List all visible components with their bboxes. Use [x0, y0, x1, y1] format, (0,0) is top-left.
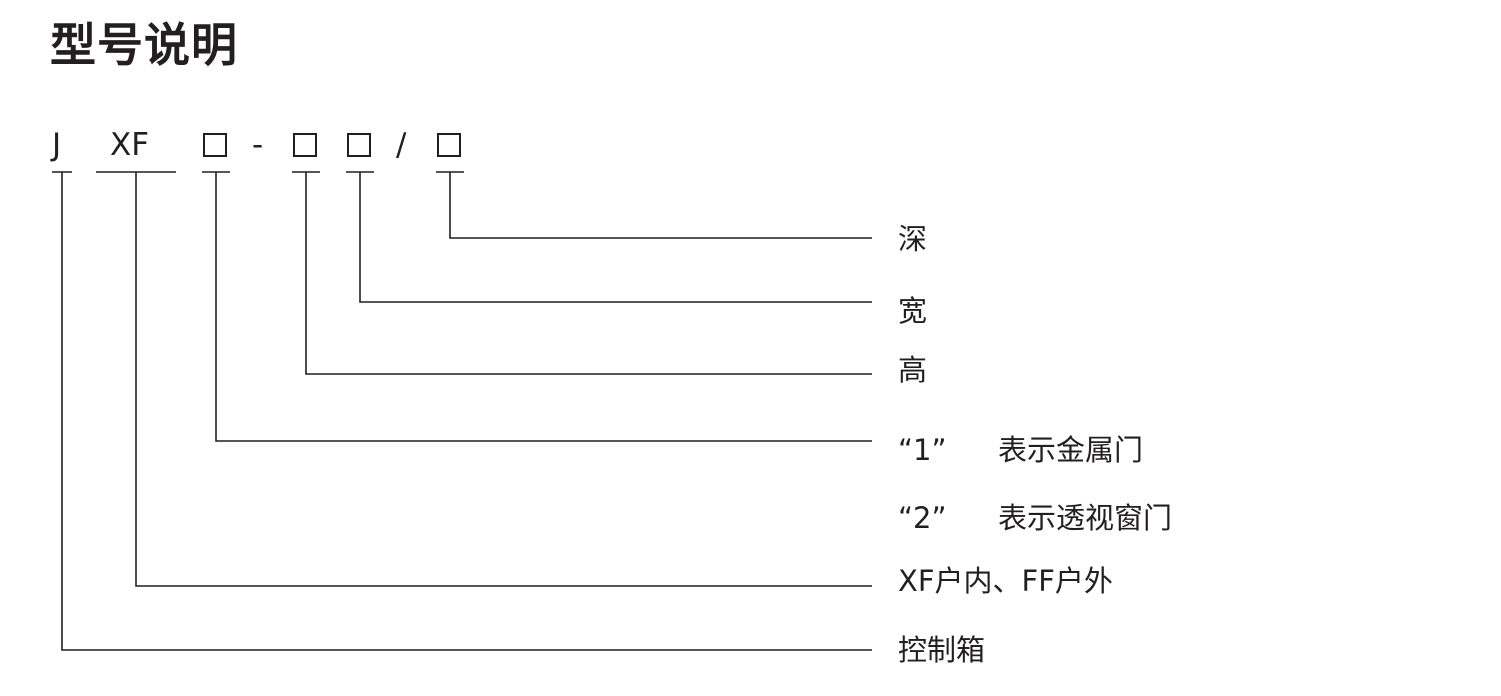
- height-leader-line: [305, 172, 872, 375]
- product-label: 控制箱: [898, 633, 986, 667]
- product-leader-line: [61, 172, 872, 651]
- depth-slot: [437, 133, 461, 157]
- door-type-2-text: 表示透视窗门: [998, 501, 1173, 535]
- door-type-2-code: “2”: [898, 501, 947, 535]
- door-type-1-code: “1”: [898, 433, 947, 467]
- door-type-slot: [203, 133, 227, 157]
- door-type-1-text: 表示金属门: [998, 433, 1144, 467]
- door-type-leader-line: [215, 172, 872, 442]
- width-label: 宽: [898, 294, 928, 328]
- code-series: XF: [110, 127, 150, 163]
- code-dash: -: [252, 127, 264, 163]
- location-leader-line: [135, 172, 872, 587]
- door-type-1-label: “1” 表示金属门: [898, 436, 1143, 465]
- page-title: 型号说明: [50, 18, 238, 72]
- height-label: 高: [898, 353, 928, 387]
- height-slot: [293, 133, 317, 157]
- width-slot: [347, 133, 371, 157]
- door-type-2-label: “2” 表示透视窗门: [898, 504, 1172, 533]
- depth-leader-line: [449, 172, 872, 239]
- depth-label: 深: [898, 222, 928, 256]
- location-label: XF户内、FF户外: [898, 564, 1113, 598]
- code-prefix: J: [52, 127, 62, 163]
- code-slash: /: [396, 127, 407, 163]
- width-leader-line: [359, 172, 872, 303]
